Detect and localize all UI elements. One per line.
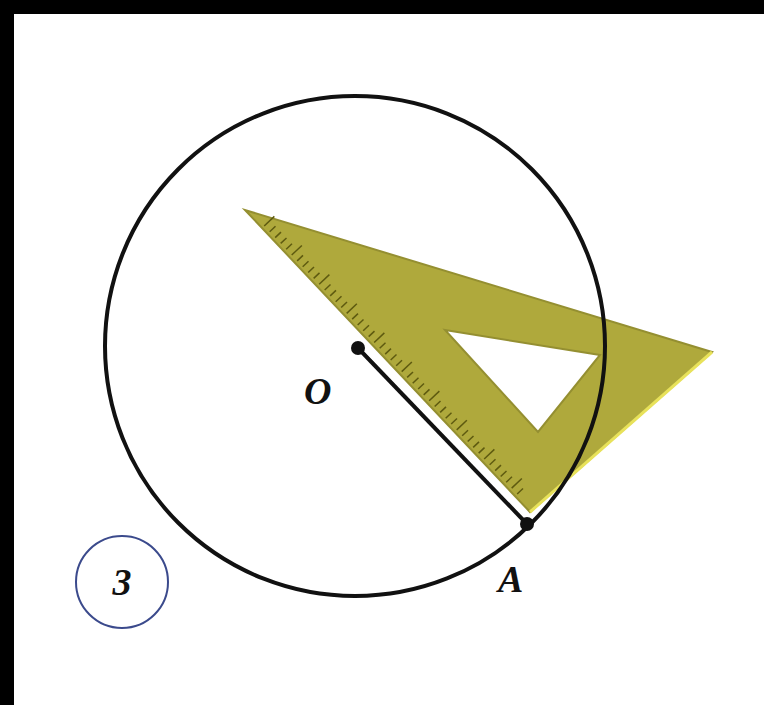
ruler-tick	[358, 319, 364, 324]
ruler-tick	[330, 290, 336, 295]
ruler-tick	[440, 407, 446, 412]
ruler-tick	[352, 314, 358, 319]
ruler-tick	[369, 331, 375, 336]
point-label: A	[498, 560, 523, 598]
ruler-tick	[435, 401, 441, 406]
ruler-tick	[391, 354, 397, 359]
ruler-ticks	[264, 216, 523, 494]
ruler-tick	[314, 273, 320, 278]
ruler-tick	[385, 349, 391, 354]
callout-circle: 3	[74, 534, 170, 630]
ruler-tick	[446, 413, 452, 418]
radius-line	[358, 348, 527, 524]
ruler-tick	[281, 238, 287, 243]
ruler-tick	[457, 420, 467, 430]
ruler-tick	[501, 471, 507, 476]
ruler-tick	[363, 325, 369, 330]
ruler-tick	[517, 488, 523, 493]
ruler-tick	[319, 275, 329, 285]
ruler-tick	[424, 389, 430, 394]
ruler-tick	[484, 449, 494, 459]
ruler-tick	[286, 244, 292, 249]
ruler-tick	[303, 261, 309, 266]
ruler-tick	[336, 296, 342, 301]
ruler-tick	[402, 362, 412, 372]
ruler-tick	[325, 285, 331, 290]
point-a	[520, 517, 534, 531]
point-label: O	[304, 372, 331, 410]
ruler-tick	[270, 226, 276, 231]
ruler-tick	[462, 430, 468, 435]
ruler-tick	[407, 372, 413, 377]
circle-outline	[105, 96, 605, 596]
ruler-tick	[506, 477, 512, 482]
ruler-tick	[468, 436, 474, 441]
ruler-tick	[451, 419, 457, 424]
ruler-tick	[292, 245, 302, 255]
ruler-tick	[396, 360, 402, 365]
ruler-tick	[512, 479, 522, 489]
center-point	[351, 341, 365, 355]
ruler-tick	[341, 302, 347, 307]
ruler-tick	[490, 459, 496, 464]
ruler-tick	[347, 304, 357, 314]
ruler-tick	[413, 378, 419, 383]
set-square-edge-highlight	[530, 352, 712, 512]
ruler-tick	[473, 442, 479, 447]
ruler-tick	[308, 267, 314, 272]
ruler-tick	[479, 448, 485, 453]
ruler-tick	[275, 232, 281, 237]
ruler-tick	[495, 465, 501, 470]
ruler-tick	[418, 384, 424, 389]
callout-number: 3	[113, 563, 132, 601]
ruler-tick	[380, 343, 386, 348]
ruler-tick	[297, 255, 303, 260]
ruler-tick	[374, 333, 384, 343]
radius-highlight	[362, 347, 530, 521]
ruler-tick	[429, 391, 439, 401]
ruler-tick	[264, 216, 274, 226]
